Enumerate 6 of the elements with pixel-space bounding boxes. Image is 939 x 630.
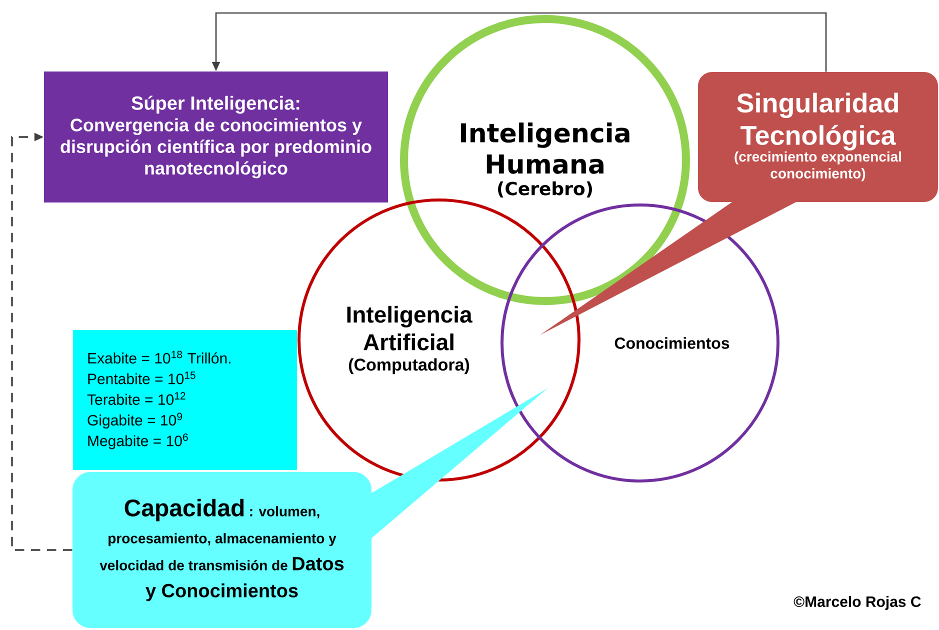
arrow: [11, 132, 72, 551]
node-label: (crecimiento exponencial conocimiento): [734, 151, 902, 182]
concept-box: Súper Inteligencia: Convergencia de conocimientos y disrupción científica por predominio nanotecnológico: [44, 72, 388, 202]
copyright-note: ©Marcelo Rojas C: [794, 596, 921, 610]
unit-table: Exabite = 10$^{18}$ Trillón. Pentabite = 10$^{15}$ Terabite = 10$^{12}$ Gigabite = 10$^{9}$ Megabite = 10$^{6}$: [73, 330, 297, 470]
node-label: Singularidad Tecnológica: [737, 92, 898, 150]
